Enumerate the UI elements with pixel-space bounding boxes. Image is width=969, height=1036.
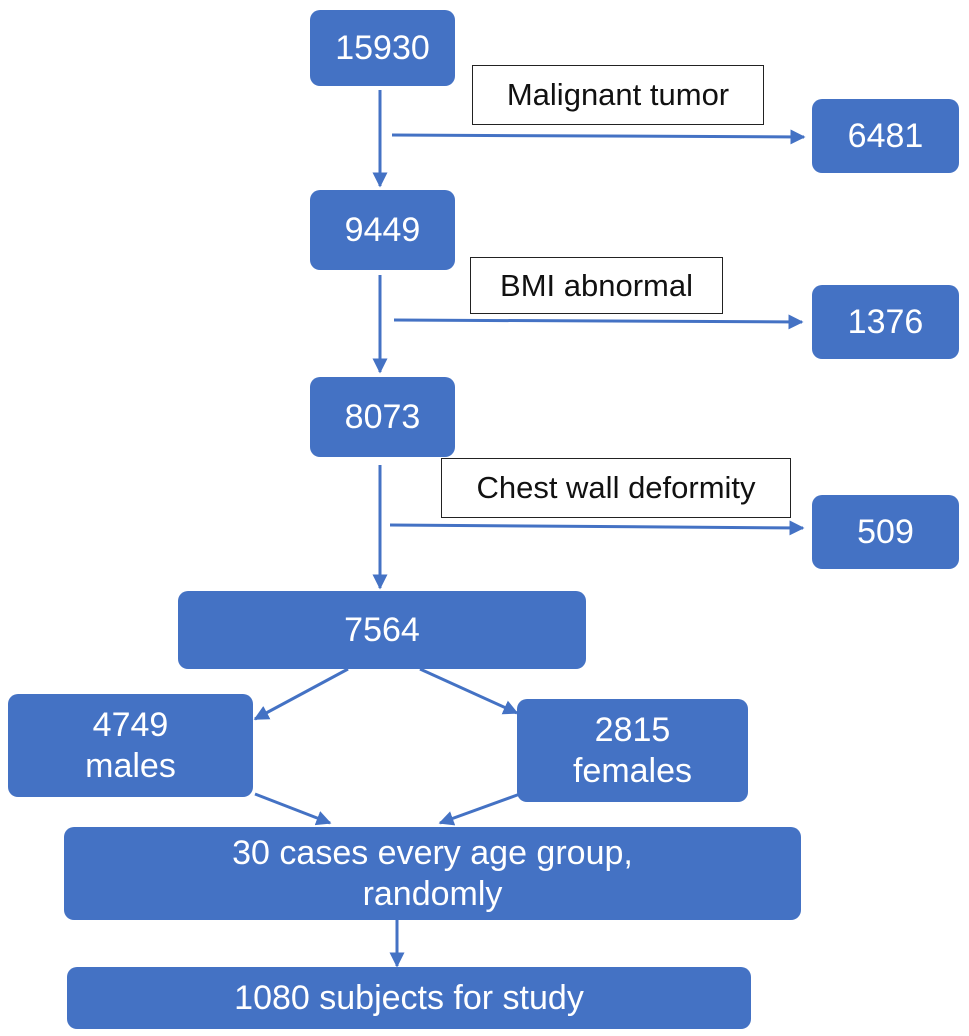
label-malignant-tumor-text: Malignant tumor (506, 77, 730, 112)
node-sampling: 30 cases every age group, randomly (64, 827, 801, 920)
arrow-females-to-sampling (438, 792, 521, 826)
label-bmi-abnormal-text: BMI abnormal (500, 267, 693, 303)
node-after-bmi: 8073 (310, 377, 455, 457)
node-excluded-bmi-value: 1376 (847, 302, 924, 341)
node-excluded-chest-value: 509 (857, 512, 914, 551)
node-females: 2815 females (517, 699, 748, 802)
node-excluded-bmi: 1376 (812, 285, 959, 359)
node-sampling-line2: randomly (362, 874, 503, 913)
node-females-label: females (572, 751, 693, 790)
node-after-bmi-value: 8073 (344, 397, 421, 436)
node-sampling-line1: 30 cases every age group, (232, 833, 633, 872)
arrow-exclude-bmi (393, 314, 804, 330)
node-total-value: 15930 (335, 28, 430, 67)
node-total: 15930 (310, 10, 455, 86)
node-after-tumor-value: 9449 (344, 210, 421, 249)
label-chest-wall-deformity: Chest wall deformity (441, 458, 791, 518)
node-final: 1080 subjects for study (67, 967, 751, 1029)
label-malignant-tumor: Malignant tumor (472, 65, 764, 125)
label-bmi-abnormal: BMI abnormal (470, 257, 723, 314)
arrow-7564-to-males (253, 667, 349, 721)
node-after-chest: 7564 (178, 591, 586, 669)
node-males-count: 4749 (92, 705, 169, 744)
node-excluded-tumor: 6481 (812, 99, 959, 173)
node-after-chest-value: 7564 (344, 610, 420, 649)
node-after-tumor: 9449 (310, 190, 455, 270)
node-final-value: 1080 subjects for study (234, 978, 584, 1017)
arrow-exclude-tumor (391, 129, 806, 145)
node-females-count: 2815 (594, 710, 671, 749)
arrow-males-to-sampling (254, 792, 332, 826)
node-excluded-tumor-value: 6481 (847, 116, 924, 155)
node-males: 4749 males (8, 694, 253, 797)
arrow-7564-to-females (419, 667, 519, 715)
node-males-label: males (85, 746, 176, 785)
label-chest-wall-deformity-text: Chest wall deformity (476, 470, 756, 505)
node-excluded-chest: 509 (812, 495, 959, 569)
arrow-exclude-chest (389, 520, 805, 536)
